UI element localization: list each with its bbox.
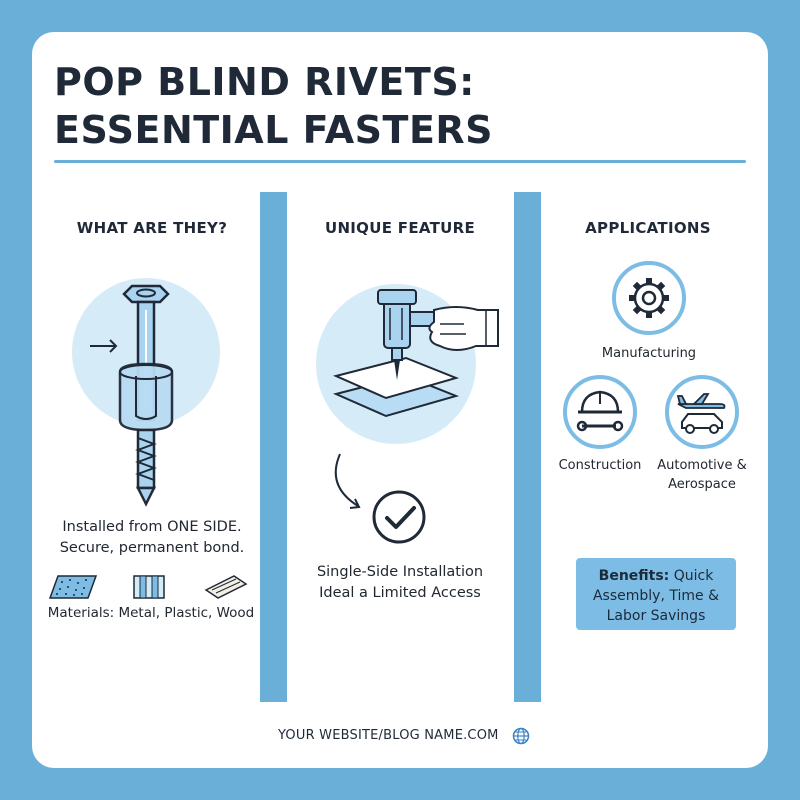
- metal-material-icon: [48, 575, 98, 599]
- plane-car-icon: [665, 375, 739, 449]
- label-automotive-line-2: Aerospace: [668, 477, 736, 492]
- column-divider-right: [514, 192, 541, 702]
- benefits-text-3: Labor Savings: [606, 608, 706, 624]
- wood-material-icon: [204, 575, 248, 599]
- globe-icon: [512, 727, 530, 745]
- gear-icon: [612, 261, 686, 335]
- benefits-label: Benefits:: [598, 568, 670, 584]
- plastic-material-icon: [133, 575, 165, 599]
- footer-website[interactable]: YOUR WEBSITE/BLOG NAME.COM: [278, 728, 499, 743]
- what-line-1: Installed from ONE SIDE.: [62, 519, 242, 535]
- label-manufacturing: Manufacturing: [601, 346, 697, 361]
- page-title: POP BLIND RIVETS: ESSENTIAL FASTERS: [54, 58, 744, 154]
- what-line-2: Secure, permanent bond.: [59, 540, 245, 556]
- heading-applications: APPLICATIONS: [585, 219, 711, 237]
- column-divider-left: [260, 192, 287, 702]
- curved-arrow-icon: [334, 453, 361, 509]
- label-automotive-line-1: Automotive &: [657, 458, 747, 473]
- heading-unique-feature: UNIQUE FEATURE: [324, 219, 476, 237]
- materials-label: Materials: Metal, Plastic, Wood: [47, 605, 255, 621]
- rivet-gun-icon: [316, 284, 499, 444]
- benefits-box: Benefits: Quick Assembly, Time & Labor S…: [576, 558, 736, 630]
- heading-what-are-they: WHAT ARE THEY?: [76, 219, 228, 237]
- benefits-text-1: Quick: [669, 568, 714, 584]
- unique-line-1: Single-Side Installation: [316, 564, 484, 580]
- label-construction: Construction: [558, 458, 642, 473]
- rivet-icon: [72, 278, 220, 507]
- title-line-2: ESSENTIAL FASTERS: [54, 108, 494, 152]
- title-rule: [54, 160, 746, 163]
- title-line-1: POP BLIND RIVETS:: [54, 60, 475, 104]
- hardhat-wrench-icon: [563, 375, 637, 449]
- unique-line-2: Ideal a Limited Access: [319, 585, 481, 601]
- benefits-text-2: Assembly, Time &: [592, 588, 719, 604]
- checkmark-icon: [372, 490, 426, 544]
